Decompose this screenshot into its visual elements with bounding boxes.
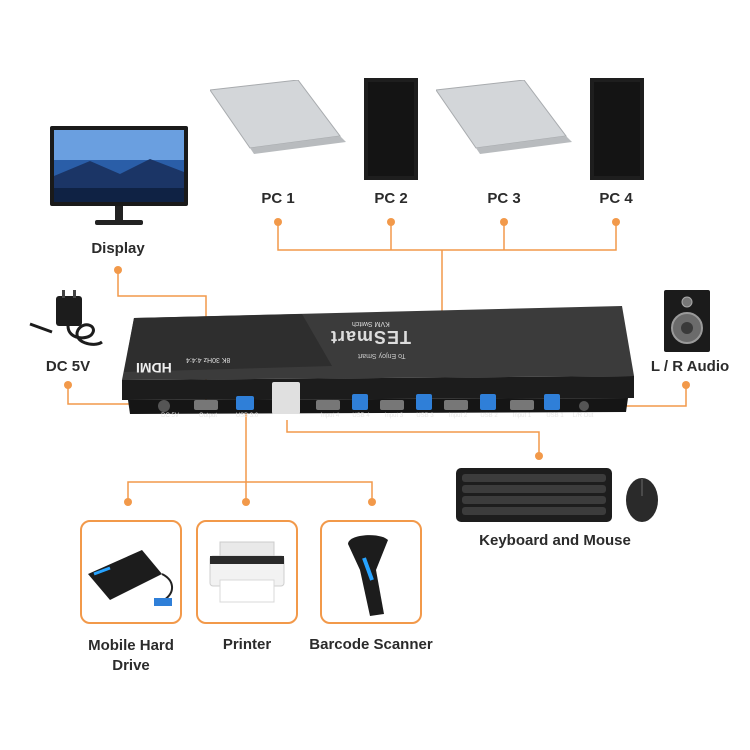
port-usb4: USB 4 bbox=[352, 413, 370, 419]
laptop-icon-pc1 bbox=[210, 80, 346, 154]
hard-drive-icon bbox=[88, 550, 173, 606]
device-model: KVM Switch bbox=[352, 320, 390, 327]
monitor-icon bbox=[50, 126, 188, 225]
printer-icon bbox=[209, 541, 285, 603]
port-input4: Input 4 bbox=[320, 413, 340, 419]
device-ports bbox=[158, 382, 589, 414]
printer-label: Printer bbox=[222, 636, 272, 653]
kvm-switch-device bbox=[122, 306, 634, 414]
tower-pc-icon-pc4 bbox=[590, 78, 644, 180]
pc3-label: PC 3 bbox=[487, 190, 521, 207]
pc4-label: PC 4 bbox=[599, 190, 633, 207]
port-usb1: USB 1 bbox=[546, 413, 564, 419]
hdmi-logo: HDMI bbox=[136, 360, 172, 376]
port-lr-out: L/R Out bbox=[572, 413, 594, 419]
port-usb3: USB 3 bbox=[416, 413, 434, 419]
port-dc: DC 5V bbox=[161, 413, 179, 419]
keyboard-mouse-label: Keyboard and Mouse bbox=[479, 532, 631, 549]
hard-drive-label: Mobile Hard Drive bbox=[88, 637, 174, 674]
speaker-icon bbox=[664, 290, 710, 352]
dc-label: DC 5V bbox=[45, 358, 91, 375]
port-input3: Input 3 bbox=[384, 413, 404, 419]
power-adapter-icon bbox=[29, 290, 103, 346]
display-label: Display bbox=[91, 240, 145, 257]
port-usb30: USB 3.0 bbox=[235, 413, 259, 419]
port-usb2: USB 2 bbox=[480, 413, 498, 419]
tower-pc-icon-pc2 bbox=[364, 78, 418, 180]
laptop-icon-pc3 bbox=[436, 80, 572, 154]
port-input2: Input 2 bbox=[448, 413, 468, 419]
barcode-scanner-icon bbox=[348, 535, 388, 616]
pc1-label: PC 1 bbox=[261, 190, 295, 207]
device-tagline: To Enjoy Smart bbox=[358, 352, 406, 359]
device-brand: TESmart bbox=[330, 327, 412, 347]
device-spec: 8K 30Hz 4:4:4 bbox=[186, 356, 231, 363]
port-input1: Input 1 bbox=[512, 413, 532, 419]
pc2-label: PC 2 bbox=[374, 190, 408, 207]
port-output: Output bbox=[198, 413, 217, 419]
mouse-icon bbox=[626, 478, 658, 522]
keyboard-icon bbox=[456, 468, 612, 522]
audio-label: L / R Audio bbox=[650, 358, 730, 375]
scanner-label: Barcode Scanner bbox=[309, 636, 433, 653]
